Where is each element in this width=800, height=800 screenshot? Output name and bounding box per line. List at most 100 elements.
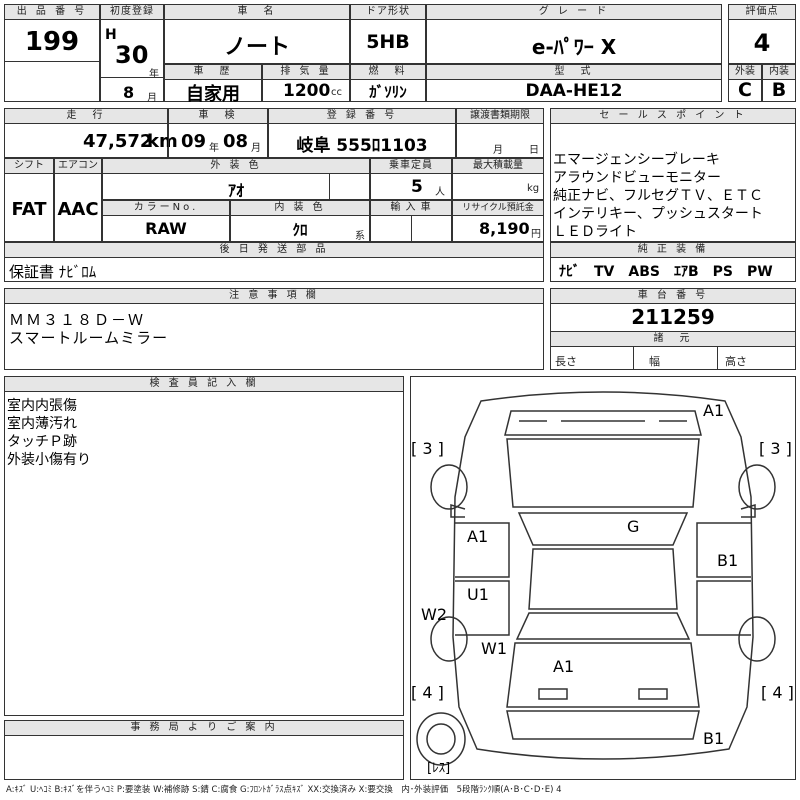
ext-color-value: ｱｵ [227,181,244,200]
history-value: 自家用 [186,84,240,105]
plate-value: 岐阜 555ﾛ1103 [296,136,428,156]
first-reg-month: 8 [123,83,135,102]
first-registration-cell: 初度登録 H 30 年 8 月 [100,4,164,104]
color-no-value: RAW [145,219,187,238]
inspection-month-unit: 月 [251,143,261,154]
exterior-value: C [738,79,752,101]
spec-label: 諸 元 [551,332,795,346]
office-notice-cell: 事 務 局 よ り ご 案 内 [4,720,404,780]
color-no-label: カラーNo. [103,201,229,216]
max-load-unit: kg [527,183,540,194]
month-unit: 月 [147,93,157,104]
mileage-label: 走 行 [5,109,167,124]
inspection-year: 09 [181,131,207,152]
displacement-cell: 排 気 量 1200 cc [262,64,350,102]
legend-text: A:ｷｽﾞ U:ﾍｺﾐ B:ｷｽﾞを伴うﾍｺﾐ P:要塗装 W:補修跡 S:錆 … [6,785,562,795]
first-reg-label: 初度登録 [101,5,163,20]
inspector-line: タッチＰ跡 [7,434,77,450]
model-value: DAA-HE12 [525,81,623,101]
grade-value: e-ﾊﾟﾜｰ X [531,35,617,59]
door-value: 5HB [366,31,410,53]
inspector-label: 検 査 員 記 入 欄 [5,377,403,392]
lot-number: 199 [24,27,80,57]
interior-grade-cell: 内装 B [762,64,796,102]
later-parts-value: 保証書 ﾅﾋﾞﾛﾑ [9,263,97,281]
history-label: 車 歴 [165,65,261,80]
transfer-month-unit: 月 [493,145,503,156]
notes-label: 注 意 事 項 欄 [5,289,543,304]
mileage-unit: km [147,131,178,152]
max-load-cell: 最大積載量 kg [452,158,544,200]
notes-cell: 注 意 事 項 欄 ＭＭ３１８Ｄ－Ｗ スマートルームミラー [4,288,544,370]
transfer-deadline-cell: 譲渡書類期限 月 日 [456,108,544,158]
damage-mark: [ﾚｽ] [427,761,451,776]
later-parts-label: 後 日 発 送 部 品 [5,243,543,258]
int-color-cell: 内 装 色 ｸﾛ 系 [230,200,370,242]
mileage-value: 47,572 [83,131,153,152]
inspector-line: 室内薄汚れ [7,416,77,432]
notes-line: スマートルームミラー [9,329,169,347]
history-cell: 車 歴 自家用 [164,64,262,105]
damage-mark: [ 3 ] [411,439,444,458]
recycle-cell: リサイクル預託金 8,190 円 [452,200,544,242]
car-name: ノート [223,35,290,60]
fuel-value: ｶﾞｿﾘﾝ [369,83,407,101]
ext-color-label: 外 装 色 [103,159,369,174]
chassis-value: 211259 [631,305,715,329]
damage-diagram: A1 [ 3 ] [ 3 ] G A1 B1 U1 W2 W1 A1 [ 4 ]… [410,376,796,780]
mileage-cell: 走 行 47,572 km [4,108,178,158]
damage-mark: [ 4 ] [761,683,794,702]
score-cell: 評価点 4 [728,4,796,64]
import-label: 輸 入 車 [371,201,451,216]
sales-line: インテリキー、プッシュスタート [553,206,763,222]
year-unit: 年 [149,69,159,80]
ext-color-cell: 外 装 色 ｱｵ [102,158,370,200]
model-label: 型 式 [427,65,721,80]
displacement-unit: cc [331,87,342,98]
sales-line: ＬＥＤライト [553,224,637,240]
damage-mark: A1 [553,657,575,676]
displacement-label: 排 気 量 [263,65,349,80]
inspector-line: 外装小傷有り [7,452,91,468]
max-load-label: 最大積載量 [453,159,543,174]
ac-label: エアコン [55,159,101,174]
car-name-label: 車 名 [165,5,349,20]
equipment-cell: 純 正 装 備 ﾅﾋﾞ TV ABS ｴｱB PS PW [550,242,796,282]
transfer-label: 譲渡書類期限 [457,109,543,124]
damage-mark: A1 [703,401,725,420]
shift-cell: シフト FAT [4,158,54,242]
inspector-notes-cell: 検 査 員 記 入 欄 室内内張傷 室内薄汚れ タッチＰ跡 外装小傷有り [4,376,404,716]
lot-number-cell: 出 品 番 号 199 [4,4,100,102]
damage-mark: U1 [467,585,489,604]
width-label: 幅 [649,355,660,368]
interior-label: 内装 [763,65,795,80]
int-color-unit: 系 [355,231,365,242]
capacity-unit: 人 [435,187,445,198]
recycle-unit: 円 [531,229,541,240]
displacement-value: 1200 [283,81,331,101]
recycle-label: リサイクル預託金 [453,201,543,216]
sales-line: アラウンドビューモニター [553,170,721,186]
damage-mark: [ 3 ] [759,439,792,458]
damage-mark: B1 [703,729,725,748]
sales-points-label: セ ー ル ス ポ イ ン ト [551,109,795,124]
inspector-line: 室内内張傷 [7,398,77,414]
damage-mark: B1 [717,551,739,570]
inspection-cell: 車 検 09 年 08 月 [168,108,268,158]
era-letter: H [105,27,117,43]
sales-line: 純正ナビ、フルセグＴＶ、ＥＴＣ [553,188,763,204]
first-reg-year: 30 [115,41,149,69]
capacity-cell: 乗車定員 5 人 [370,158,452,200]
recycle-value: 8,190 [479,219,530,238]
door-cell: ドア形状 5HB [350,4,426,64]
office-label: 事 務 局 よ り ご 案 内 [5,721,403,736]
car-name-cell: 車 名 ノート [164,4,350,64]
grade-label: グ レ ー ド [427,5,721,20]
damage-mark: G [627,517,640,536]
exterior-grade-cell: 外装 C [728,64,762,102]
equipment-value: ﾅﾋﾞ TV ABS ｴｱB PS PW [559,264,773,280]
length-label: 長さ [555,355,577,368]
fuel-cell: 燃 料 ｶﾞｿﾘﾝ [350,64,426,102]
ac-value: AAC [57,199,99,220]
later-parts-cell: 後 日 発 送 部 品 保証書 ﾅﾋﾞﾛﾑ [4,242,544,282]
